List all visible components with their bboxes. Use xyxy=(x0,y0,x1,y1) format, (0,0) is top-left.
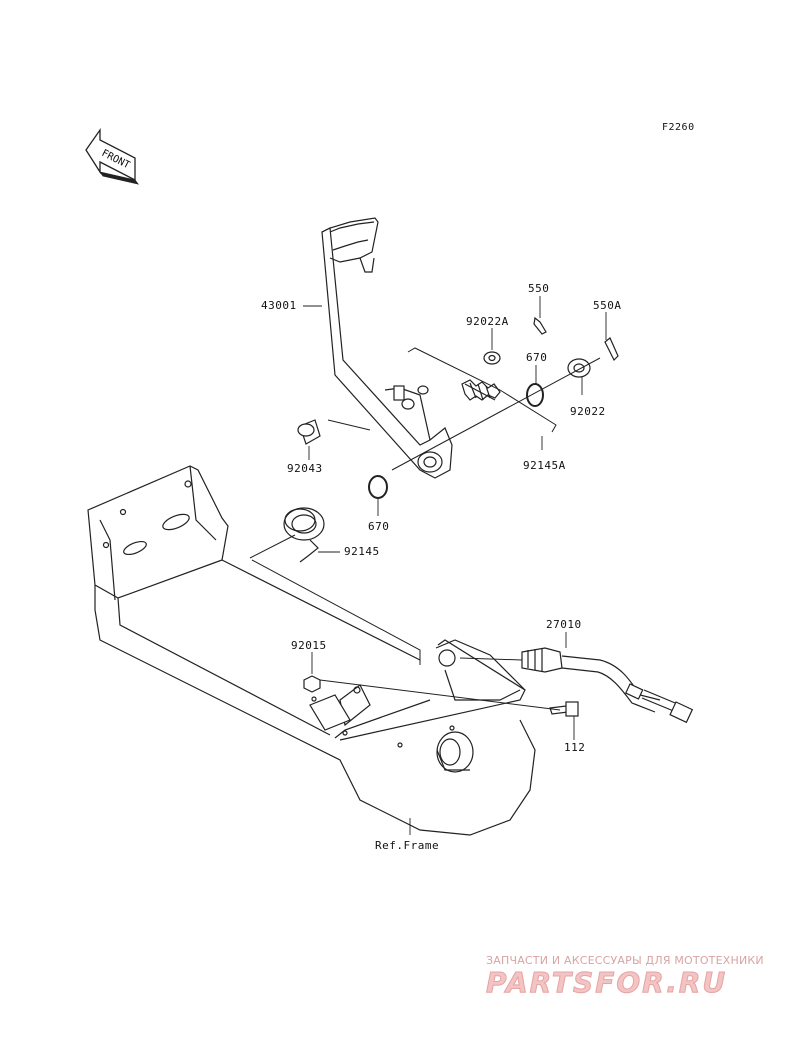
o-ring-670-lower-part xyxy=(368,475,388,499)
watermark-logo: PARTSFOR.RU xyxy=(485,966,728,1000)
part-label-92022A: 92022A xyxy=(466,315,509,328)
part-label-43001: 43001 xyxy=(261,299,297,312)
washer-92022-part xyxy=(567,358,591,378)
pivot-pin-part xyxy=(297,419,321,445)
leader-lines xyxy=(303,296,607,835)
part-label-92015: 92015 xyxy=(291,639,327,652)
part-label-92145A: 92145A xyxy=(523,459,566,472)
return-spring-92145A-part xyxy=(461,379,501,401)
brake-switch-27010-part xyxy=(521,647,694,724)
brake-pedal-part xyxy=(321,217,453,479)
part-label-92043: 92043 xyxy=(287,462,323,475)
washer-92022A-part xyxy=(483,351,501,365)
part-label-550: 550 xyxy=(528,282,550,295)
nut-92015-part xyxy=(303,675,321,693)
cotter-pin-550-part xyxy=(533,316,547,335)
watermark-tagline: ЗАПЧАСТИ И АКСЕССУАРЫ ДЛЯ МОТОТЕХНИКИ xyxy=(486,954,764,967)
diagram-code: F2260 xyxy=(662,122,695,133)
reference-frame-label: Ref.Frame xyxy=(375,839,440,852)
part-label-27010: 27010 xyxy=(546,618,582,631)
part-label-670-upper: 670 xyxy=(526,351,548,364)
part-label-92145: 92145 xyxy=(344,545,380,558)
bolt-112-part xyxy=(549,701,579,717)
o-ring-670-upper-part xyxy=(526,383,544,407)
part-label-550A: 550A xyxy=(593,299,622,312)
part-label-92022: 92022 xyxy=(570,405,606,418)
part-label-112: 112 xyxy=(564,741,586,754)
front-arrow-icon: FRONT xyxy=(85,127,139,185)
assembly-lines xyxy=(249,347,601,711)
part-label-670-lower: 670 xyxy=(368,520,390,533)
torsion-spring-92145-part xyxy=(283,507,325,563)
cotter-pin-550A-part xyxy=(604,337,619,362)
